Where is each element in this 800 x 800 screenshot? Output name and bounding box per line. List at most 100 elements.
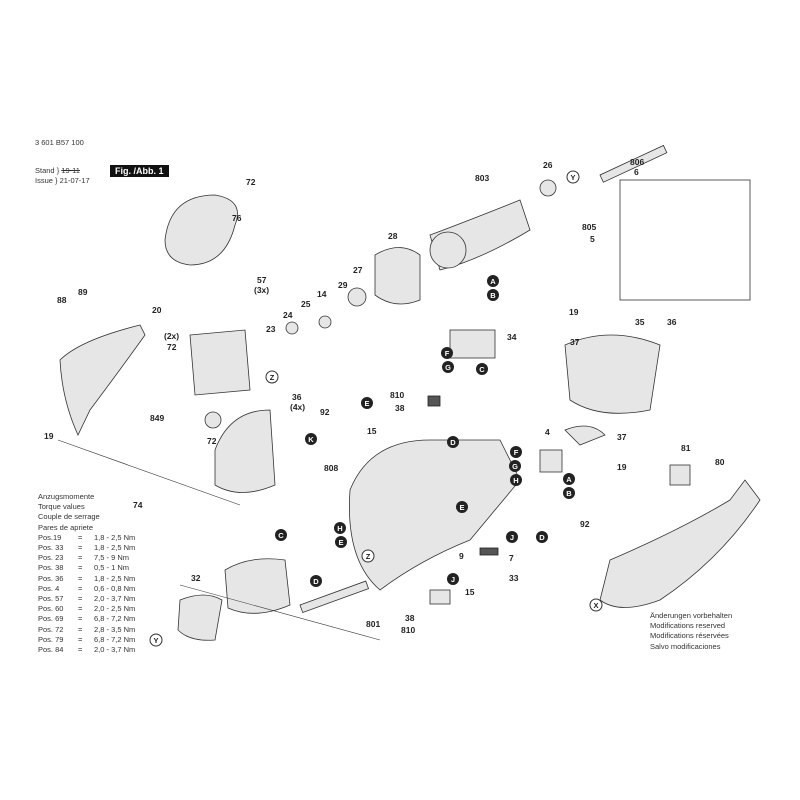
part-label[interactable]: 810: [390, 390, 404, 400]
part-label[interactable]: 92: [580, 519, 590, 529]
part-label[interactable]: 33: [509, 573, 519, 583]
callout-j[interactable]: J: [447, 573, 459, 585]
part-label[interactable]: 34: [507, 332, 517, 342]
part-label[interactable]: 19: [44, 431, 54, 441]
part-label[interactable]: 5: [590, 234, 595, 244]
part-label[interactable]: 74: [133, 500, 143, 510]
svg-text:F: F: [514, 448, 519, 457]
part-label[interactable]: 24: [283, 310, 293, 320]
part-label[interactable]: 88: [57, 295, 67, 305]
part-label[interactable]: 23: [266, 324, 276, 334]
torque-title: Anzugsmomente: [38, 492, 95, 501]
callout-d[interactable]: D: [447, 436, 459, 448]
part-label[interactable]: 32: [191, 573, 201, 583]
callout-b[interactable]: B: [563, 487, 575, 499]
callout-c[interactable]: C: [275, 529, 287, 541]
callout-h[interactable]: H: [510, 474, 522, 486]
callout-x[interactable]: X: [589, 598, 603, 612]
callout-e[interactable]: E: [456, 501, 468, 513]
callout-e[interactable]: E: [335, 536, 347, 548]
bearing-849: [204, 411, 222, 429]
torque-eq: =: [78, 543, 83, 553]
part-label[interactable]: (3x): [254, 285, 269, 295]
callout-d[interactable]: D: [536, 531, 548, 543]
part-label[interactable]: 19: [617, 462, 627, 472]
callout-g[interactable]: G: [442, 361, 454, 373]
torque-pos: Pos. 69: [38, 614, 64, 624]
connection-callouts: Y A B Z E G F C K D F G H A B E J D C H …: [149, 170, 603, 647]
part-label[interactable]: 80: [715, 457, 725, 467]
part-label[interactable]: 15: [465, 587, 475, 597]
part-label[interactable]: (4x): [290, 402, 305, 412]
part-label[interactable]: 72: [167, 342, 177, 352]
part-label[interactable]: 81: [681, 443, 691, 453]
callout-h[interactable]: H: [334, 522, 346, 534]
torque-pos: Pos.19: [38, 532, 62, 542]
callout-f[interactable]: F: [441, 347, 453, 359]
callout-j[interactable]: J: [506, 531, 518, 543]
part-label[interactable]: 801: [366, 619, 380, 629]
part-label[interactable]: 7: [509, 553, 514, 563]
torque-value: 1,8 - 2,5 Nm: [94, 532, 136, 542]
callout-f[interactable]: F: [510, 446, 522, 458]
torque-value: 2,8 - 3,5 Nm: [94, 624, 136, 634]
part-label[interactable]: 35: [635, 317, 645, 327]
part-label[interactable]: 803: [475, 173, 489, 183]
torque-value: 1,8 - 2,5 Nm: [94, 543, 136, 553]
part-label[interactable]: 29: [338, 280, 348, 290]
part-label[interactable]: 72: [207, 436, 217, 446]
part-label[interactable]: 6: [634, 167, 639, 177]
part-label[interactable]: 805: [582, 222, 596, 232]
callout-z[interactable]: Z: [361, 549, 375, 563]
part-label[interactable]: 76: [232, 213, 242, 223]
part-label[interactable]: 808: [324, 463, 338, 473]
part-label[interactable]: 810: [401, 625, 415, 635]
callout-z[interactable]: Z: [265, 370, 279, 384]
part-label[interactable]: 19: [569, 307, 579, 317]
bearing-26: [539, 179, 557, 197]
part-label[interactable]: 57: [257, 275, 267, 285]
cable-801: [299, 580, 370, 614]
callout-y[interactable]: Y: [149, 633, 163, 647]
part-label[interactable]: 28: [388, 231, 398, 241]
part-label[interactable]: 27: [353, 265, 363, 275]
callout-d[interactable]: D: [310, 575, 322, 587]
callout-y[interactable]: Y: [566, 170, 580, 184]
torque-value: 0,6 - 0,8 Nm: [94, 583, 136, 593]
part-label[interactable]: 25: [301, 299, 311, 309]
part-label[interactable]: 37: [570, 337, 580, 347]
part-label[interactable]: 38: [395, 403, 405, 413]
part-label[interactable]: 26: [543, 160, 553, 170]
callout-e[interactable]: E: [361, 397, 373, 409]
torque-title: Couple de serrage: [38, 512, 100, 522]
callout-k[interactable]: K: [305, 433, 317, 445]
torque-pos: Pos. 36: [38, 573, 64, 583]
part-label[interactable]: 38: [405, 613, 415, 623]
part-label[interactable]: (2x): [164, 331, 179, 341]
callout-a[interactable]: A: [563, 473, 575, 485]
callout-a[interactable]: A: [487, 275, 499, 287]
figure-label: Fig. /Abb. 1: [110, 165, 169, 178]
part-label[interactable]: 92: [320, 407, 330, 417]
callout-c[interactable]: C: [476, 363, 488, 375]
part-label[interactable]: 4: [545, 427, 550, 437]
part-label[interactable]: 849: [150, 413, 164, 423]
part-label[interactable]: 9: [459, 551, 464, 561]
part-label[interactable]: 36: [292, 392, 302, 402]
callout-b[interactable]: B: [487, 289, 499, 301]
part-label[interactable]: 37: [617, 432, 627, 442]
torque-row: Pos. 84=2,0 - 3,7 Nm: [38, 645, 135, 655]
part-label[interactable]: 72: [246, 177, 256, 187]
part-label[interactable]: 89: [78, 287, 88, 297]
part-label[interactable]: 806: [630, 157, 644, 167]
part-label[interactable]: 14: [317, 289, 327, 299]
part-label[interactable]: 15: [367, 426, 377, 436]
torque-eq: =: [78, 563, 83, 573]
switch-4: [539, 449, 563, 473]
wiring-diagram: [619, 179, 751, 301]
part-label[interactable]: 36: [667, 317, 677, 327]
hose-80: [599, 479, 761, 608]
part-label[interactable]: 20: [152, 305, 162, 315]
torque-eq: =: [78, 604, 83, 614]
callout-g[interactable]: G: [509, 460, 521, 472]
